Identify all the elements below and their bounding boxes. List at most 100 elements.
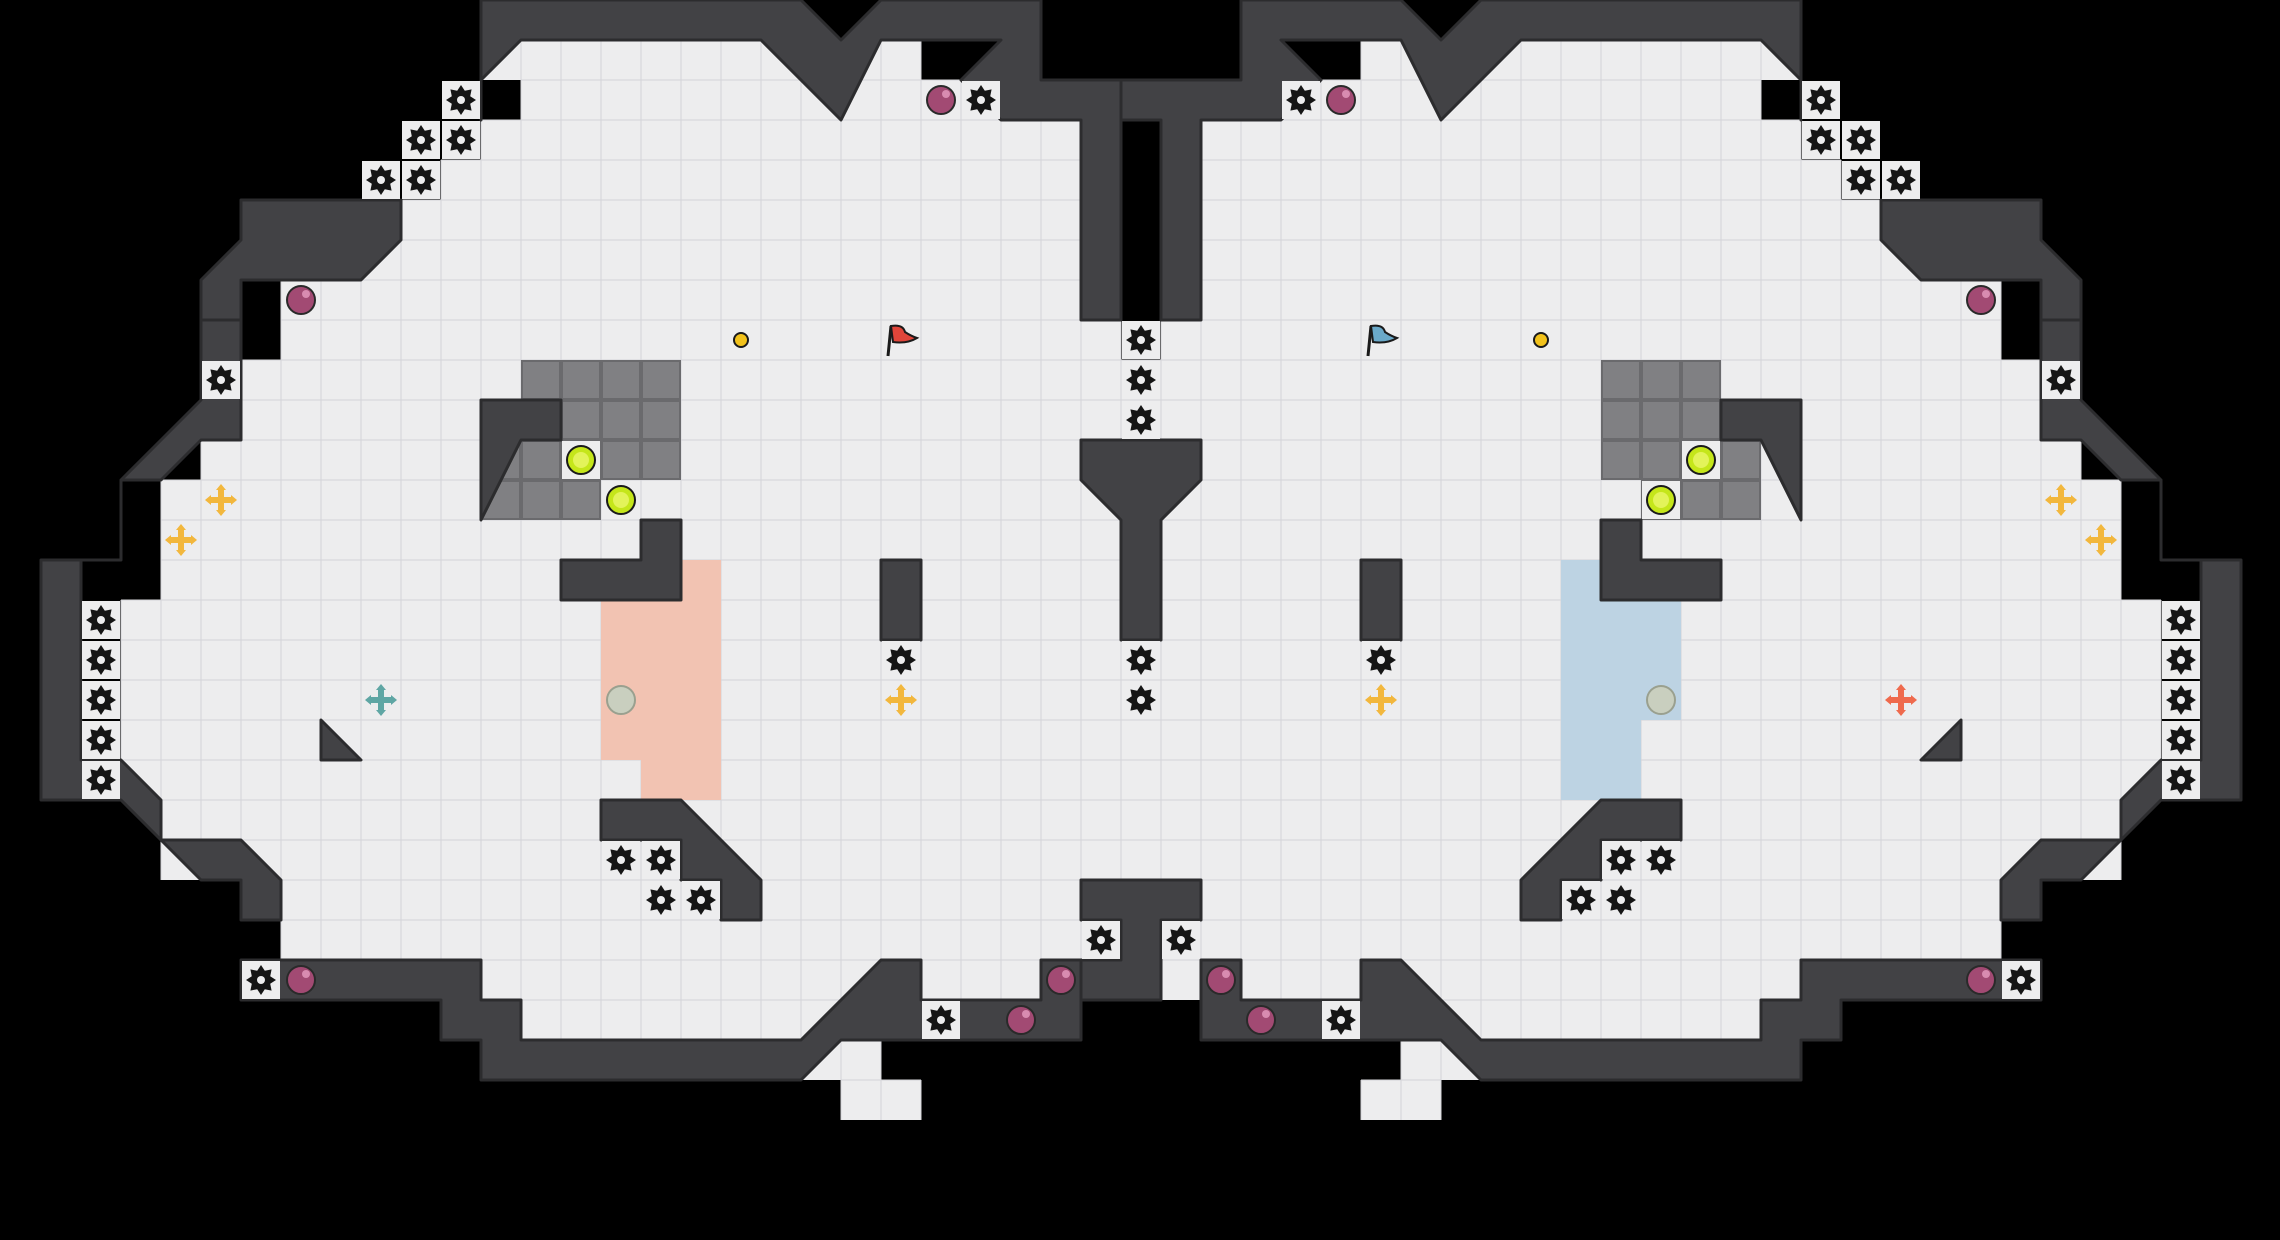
spike-hub [1177, 936, 1185, 944]
blue-team-zone [1561, 760, 1641, 800]
spike-icon [2162, 681, 2200, 719]
spike-hub [1097, 936, 1105, 944]
boost-arrow [1391, 695, 1397, 705]
bomb-icon [1966, 285, 1996, 315]
bomb-body [1046, 965, 1076, 995]
boost-arrow [896, 710, 906, 716]
wall-block [879, 558, 923, 642]
red-team-zone [641, 760, 721, 800]
bomb-body [286, 285, 316, 315]
flag-pole [1366, 325, 1373, 357]
boost-icon [2045, 484, 2077, 516]
team-endzone-marker [606, 685, 636, 715]
boost-arrow [885, 695, 891, 705]
bomb-shine [1222, 970, 1230, 978]
bomb-shine [1342, 90, 1350, 98]
spike-icon [1882, 161, 1920, 199]
boost-bar [889, 697, 913, 703]
bomb-icon [1046, 965, 1076, 995]
gate-tile [1641, 440, 1681, 480]
spike-hub [2017, 976, 2025, 984]
boost-arrow [376, 710, 386, 716]
spike-hub [1137, 416, 1145, 424]
spike-icon [402, 161, 440, 199]
gate-tile [601, 400, 641, 440]
red-team-zone [601, 600, 721, 640]
boost-icon [1885, 684, 1917, 716]
spike-hub [2177, 776, 2185, 784]
spike-hub [937, 1016, 945, 1024]
boost-arrow [1885, 695, 1891, 705]
gate-tile [641, 440, 681, 480]
spike-hub [1137, 336, 1145, 344]
gate-button-icon [1642, 481, 1680, 519]
floor-strip [121, 720, 2161, 760]
bomb-icon [1246, 1005, 1276, 1035]
spike-icon [1842, 121, 1880, 159]
boost-arrow [2056, 510, 2066, 516]
spike-icon [82, 601, 120, 639]
floor-strip [1161, 160, 1841, 200]
bomb-shine [1022, 1010, 1030, 1018]
spike-hub [97, 696, 105, 704]
spike-icon [1122, 401, 1160, 439]
spike-hub [1137, 696, 1145, 704]
gate-tile [1681, 360, 1721, 400]
bomb-shine [1262, 1010, 1270, 1018]
gate-tile [1641, 400, 1681, 440]
blue-team-zone [1561, 640, 1681, 680]
bomb-icon [926, 85, 956, 115]
spike-icon [602, 841, 640, 879]
spike-icon [1602, 881, 1640, 919]
boost-bar [2049, 497, 2073, 503]
boost-arrow [205, 495, 211, 505]
wall-block [479, 398, 563, 522]
spike-icon [82, 761, 120, 799]
wall-block [1599, 518, 1723, 602]
spike-icon [2162, 641, 2200, 679]
boost-arrow [365, 695, 371, 705]
bomb-body [1326, 85, 1356, 115]
gate-tile [561, 360, 601, 400]
gate-tile [641, 400, 681, 440]
spike-icon [1322, 1001, 1360, 1039]
wall-block [1359, 558, 1403, 642]
spike-icon [2002, 961, 2040, 999]
bomb-shine [1062, 970, 1070, 978]
spike-hub [657, 896, 665, 904]
bomb-body [286, 965, 316, 995]
spike-icon [442, 121, 480, 159]
bomb-body [1206, 965, 1236, 995]
wall-block [1119, 0, 1803, 322]
spike-hub [1657, 856, 1665, 864]
spike-icon [82, 721, 120, 759]
spike-hub [377, 176, 385, 184]
gate-tile [521, 440, 561, 480]
wall-block [479, 0, 1163, 322]
spike-hub [2177, 696, 2185, 704]
spike-hub [657, 856, 665, 864]
bomb-shine [302, 970, 310, 978]
wall-block [1519, 798, 1683, 922]
floor-strip [281, 320, 1121, 360]
spike-hub [617, 856, 625, 864]
gate-button-icon [1682, 441, 1720, 479]
gate-tile [521, 480, 561, 520]
wall-block [1079, 438, 1203, 642]
spike-icon [1842, 161, 1880, 199]
spike-icon [362, 161, 400, 199]
spike-icon [1122, 321, 1160, 359]
spike-hub [1817, 136, 1825, 144]
gate-tile [601, 360, 641, 400]
floor-strip [161, 800, 2121, 840]
gate-tile [1681, 480, 1721, 520]
gate-button-icon [602, 481, 640, 519]
boost-arrow [2071, 495, 2077, 505]
spike-icon [82, 681, 120, 719]
bomb-body [1966, 965, 1996, 995]
wall-block [1079, 878, 1203, 1002]
spike-hub [897, 656, 905, 664]
gate-tile [601, 440, 641, 480]
